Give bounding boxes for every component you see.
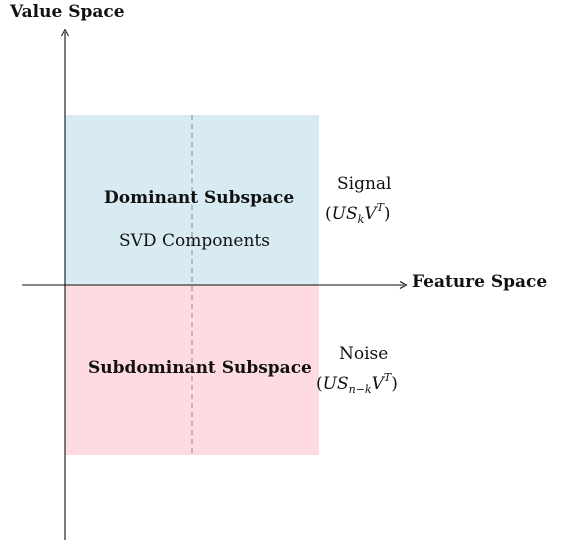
- signal-formula-main: US: [331, 204, 358, 224]
- dominant-subspace-title: Dominant Subspace: [104, 188, 295, 208]
- noise-formula-sub: n−k: [348, 383, 372, 396]
- signal-formula-sub: k: [357, 213, 365, 226]
- noise-formula-sup: T: [383, 371, 392, 384]
- signal-label: Signal: [337, 174, 392, 194]
- svd-components-label: SVD Components: [119, 231, 270, 251]
- signal-formula-open: (: [325, 204, 332, 224]
- subdominant-subspace-title: Subdominant Subspace: [88, 358, 312, 378]
- signal-formula-close: ): [383, 204, 391, 224]
- y-axis-arrowhead: [61, 28, 69, 37]
- noise-formula-close: ): [391, 374, 398, 394]
- signal-formula: (USkVT): [325, 201, 391, 226]
- signal-formula-v: V: [364, 204, 377, 224]
- noise-label: Noise: [339, 344, 389, 364]
- x-axis-label: Feature Space: [412, 272, 548, 292]
- noise-formula: (USn−kVT): [316, 371, 398, 396]
- signal-formula-sup: T: [376, 201, 384, 214]
- noise-formula-open: (: [316, 374, 323, 394]
- noise-formula-v: V: [371, 374, 384, 394]
- noise-formula-main: US: [322, 374, 349, 394]
- y-axis-label: Value Space: [10, 2, 125, 22]
- x-axis-arrowhead: [399, 281, 408, 289]
